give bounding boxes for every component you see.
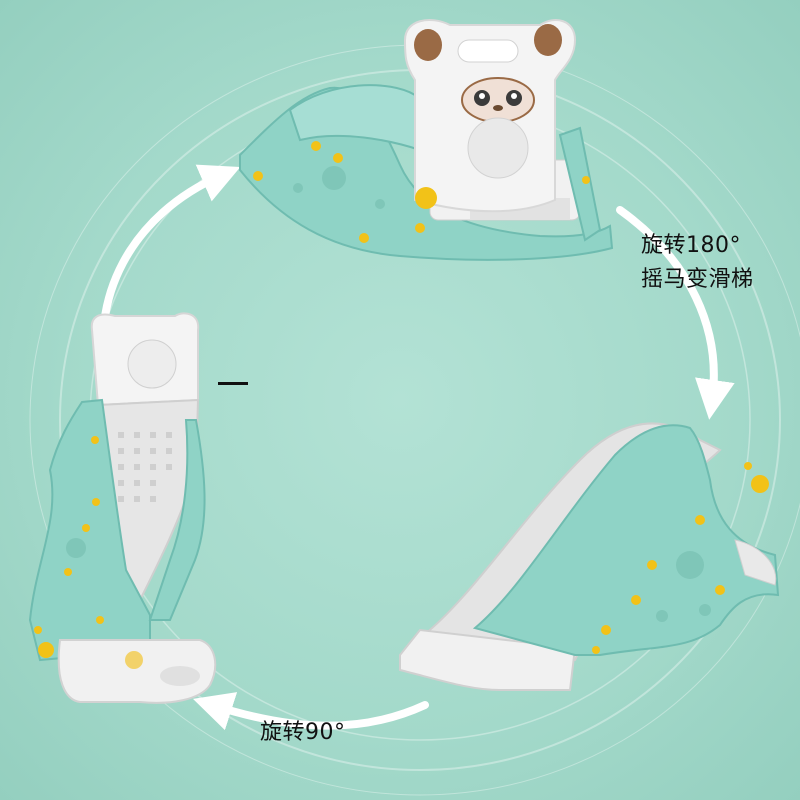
slide-mode bbox=[399, 422, 780, 691]
climber-mode bbox=[28, 312, 217, 704]
dash-mark bbox=[218, 382, 248, 385]
caption-rotate-180: 旋转180° 摇马变滑梯 bbox=[641, 229, 754, 297]
arrow-bottom bbox=[192, 692, 429, 731]
caption-rotate-90: 旋转90° bbox=[260, 720, 346, 745]
arrow-top-right bbox=[616, 206, 735, 420]
caption-line-rocking-to-slide: 摇马变滑梯 bbox=[641, 267, 754, 292]
caption-line-rotate-180: 旋转180° bbox=[641, 233, 741, 258]
rocking-horse-mode bbox=[239, 19, 614, 261]
